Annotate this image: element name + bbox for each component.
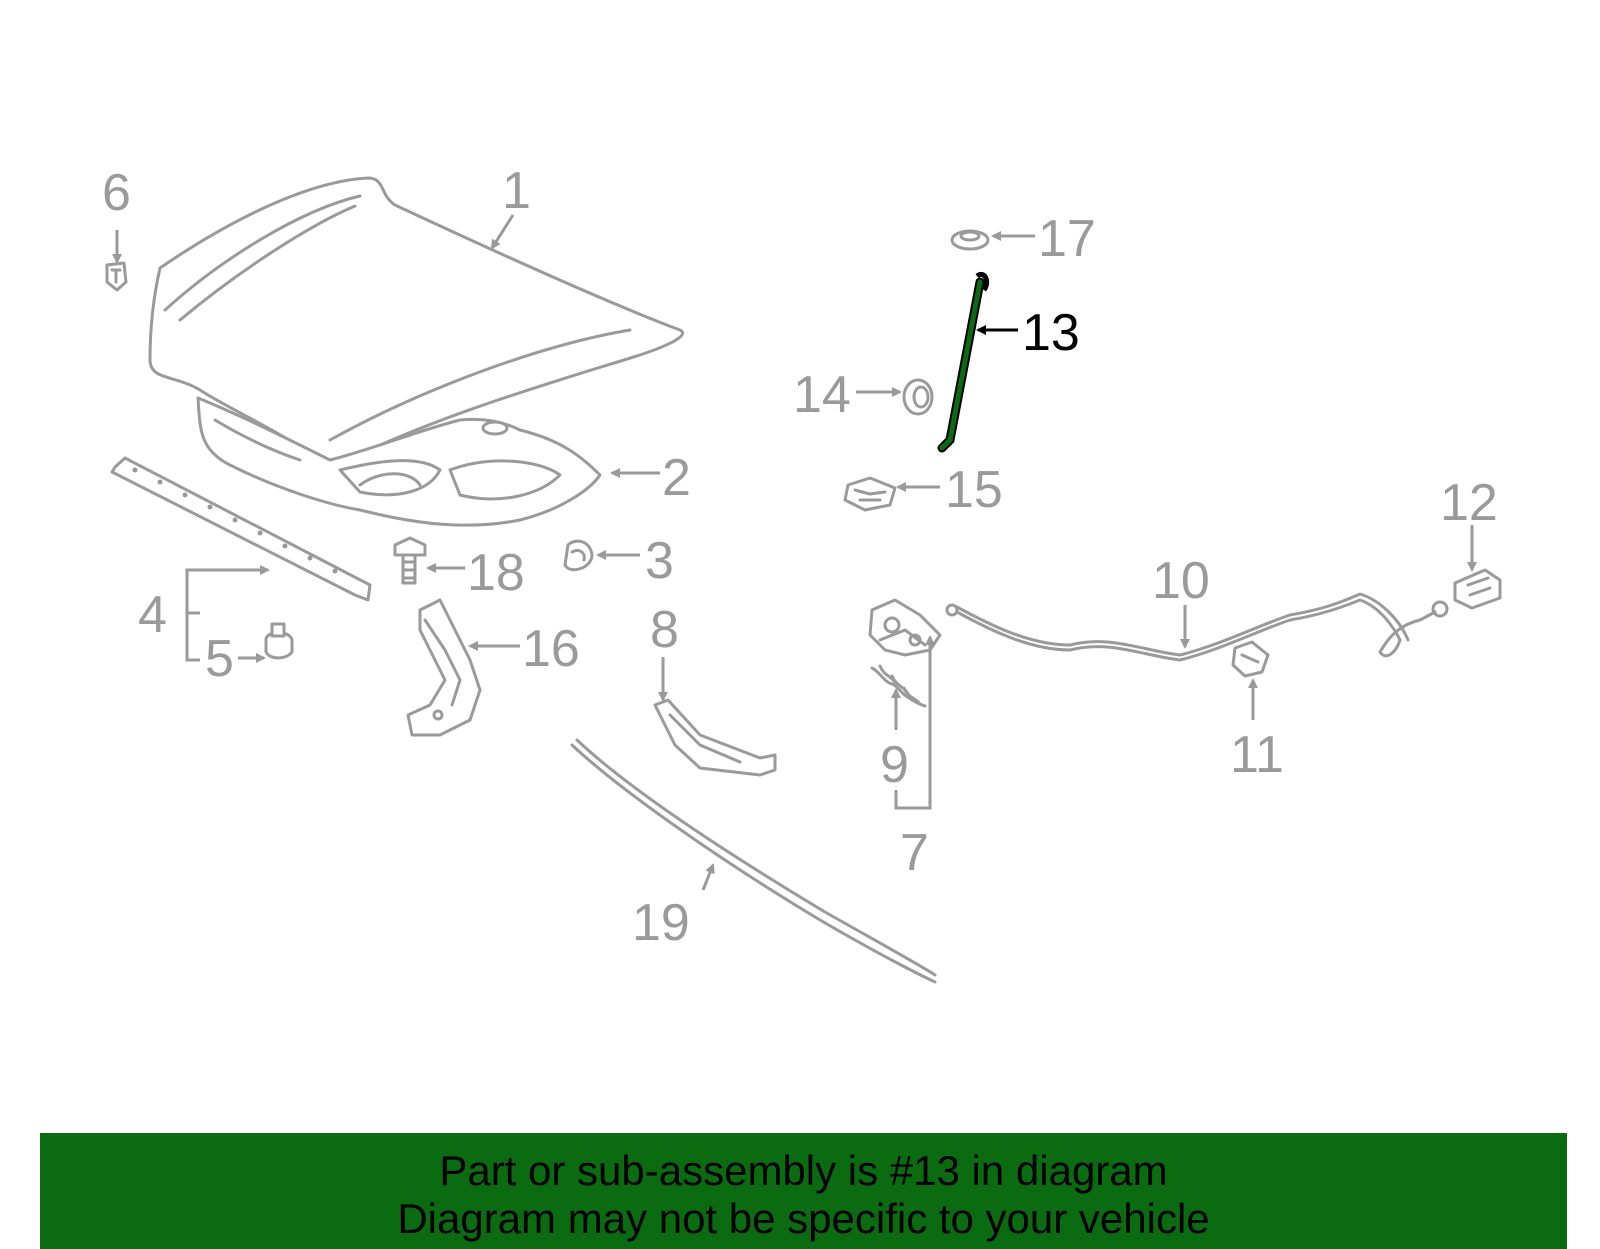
callout-2: 2 bbox=[662, 449, 691, 507]
callout-14: 14 bbox=[793, 366, 851, 424]
callout-4: 4 bbox=[138, 586, 167, 644]
holder-part-15 bbox=[843, 476, 897, 512]
latch-spring bbox=[870, 664, 927, 708]
grommet-part-14 bbox=[902, 378, 934, 416]
release-cable bbox=[945, 592, 1449, 662]
hood-support-rod bbox=[937, 272, 990, 453]
callout-12: 12 bbox=[1440, 474, 1498, 532]
clip-part-6 bbox=[105, 261, 128, 292]
hood-inner-frame bbox=[196, 396, 602, 527]
hood-seal-strip bbox=[110, 456, 372, 602]
bolt-part-18 bbox=[393, 536, 427, 585]
cushion-part-17 bbox=[950, 229, 990, 251]
leader-lines bbox=[112, 214, 1477, 891]
weatherstrip-part-19 bbox=[570, 738, 937, 984]
callout-6: 6 bbox=[102, 164, 131, 222]
callout-labels: 1 2 3 4 5 6 7 8 9 10 11 12 13 14 15 16 1… bbox=[102, 162, 1498, 952]
callout-7: 7 bbox=[900, 824, 929, 882]
push-clip-part-5 bbox=[264, 622, 294, 660]
release-handle bbox=[1453, 568, 1502, 610]
banner-disclaimer-line: Diagram may not be specific to your vehi… bbox=[397, 1195, 1210, 1242]
callout-5: 5 bbox=[205, 630, 234, 688]
callout-3: 3 bbox=[645, 532, 674, 590]
callout-13: 13 bbox=[1022, 304, 1080, 362]
grommet-part-3 bbox=[563, 539, 594, 572]
callout-1: 1 bbox=[502, 162, 531, 220]
cable-clip-part-11 bbox=[1231, 640, 1270, 678]
callout-11: 11 bbox=[1230, 726, 1284, 784]
callout-8: 8 bbox=[650, 601, 679, 659]
callout-10: 10 bbox=[1152, 552, 1210, 610]
info-banner: Part or sub-assembly is #13 in diagram D… bbox=[40, 1133, 1567, 1249]
hood-panel bbox=[148, 176, 684, 472]
banner-part-line: Part or sub-assembly is #13 in diagram bbox=[439, 1147, 1168, 1194]
callout-18: 18 bbox=[467, 544, 525, 602]
callout-15: 15 bbox=[945, 461, 1003, 519]
callout-19: 19 bbox=[632, 894, 690, 952]
bracket-part-8 bbox=[653, 698, 777, 777]
callout-16: 16 bbox=[522, 620, 580, 678]
callout-17: 17 bbox=[1038, 210, 1096, 268]
hood-hinge bbox=[406, 598, 482, 737]
callout-9: 9 bbox=[880, 736, 909, 794]
